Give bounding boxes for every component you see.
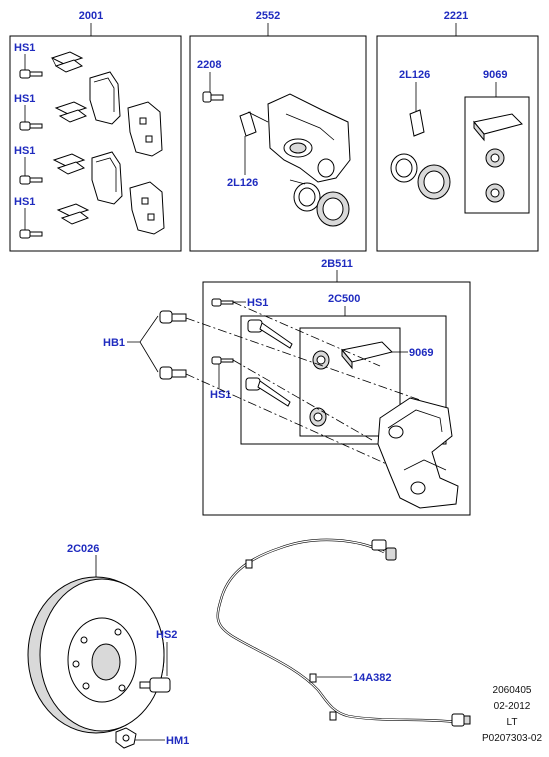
brake-disc-group: 2C026 HS2 HM1 xyxy=(27,543,189,749)
bolt-icon xyxy=(139,677,171,693)
label-2c026[interactable]: 2C026 xyxy=(67,543,99,555)
panel-2001: 2001 HS1 HS1 HS1 HS1 xyxy=(9,10,182,252)
guide-bolt-icon xyxy=(245,377,291,407)
reference-id: P0207303-02 xyxy=(482,733,542,744)
bolt-icon xyxy=(211,356,234,365)
brake-pad-icon xyxy=(129,181,165,235)
reference-date: 02-2012 xyxy=(494,701,531,712)
panel-2552: 2552 2208 2L126 xyxy=(189,10,367,252)
bolt-icon xyxy=(19,175,43,185)
sensor-clip-icon xyxy=(309,673,317,683)
panel-2b511: 2B511 HS1 2C500 9069 xyxy=(103,258,471,516)
brake-pad-icon xyxy=(127,101,163,157)
guide-bolt-icon xyxy=(247,319,293,349)
label-14a382[interactable]: 14A382 xyxy=(353,672,392,684)
label-hs1-f[interactable]: HS1 xyxy=(210,389,231,401)
kit-2c500-frame xyxy=(240,315,447,445)
dust-boot-icon xyxy=(309,407,327,427)
bolt-icon xyxy=(211,298,234,307)
caliper-carrier-icon xyxy=(377,397,459,509)
seal-ring-icon xyxy=(417,164,451,200)
seal-ring-icon xyxy=(293,182,321,212)
label-2c500[interactable]: 2C500 xyxy=(328,293,360,305)
clip-icon xyxy=(56,203,90,225)
panel-2221: 2221 2L126 9069 xyxy=(376,10,539,252)
label-2001[interactable]: 2001 xyxy=(79,10,103,22)
wear-sensor-group: 14A382 xyxy=(216,538,471,727)
guide-pin-icon xyxy=(409,109,425,137)
diagram-reference-block: 2060405 02-2012 LT P0207303-02 xyxy=(482,685,542,744)
seal-ring-icon xyxy=(390,153,418,183)
panel-2552-frame xyxy=(189,35,367,252)
label-2221[interactable]: 2221 xyxy=(444,10,468,22)
panel-2001-frame xyxy=(9,35,182,252)
label-hs1-b[interactable]: HS1 xyxy=(14,93,35,105)
grease-sachet-icon xyxy=(341,341,393,370)
brake-pad-icon xyxy=(91,151,123,205)
label-2l126-a[interactable]: 2L126 xyxy=(227,177,258,189)
bolt-icon xyxy=(159,310,187,324)
label-2208[interactable]: 2208 xyxy=(197,59,221,71)
guide-pin-icon xyxy=(239,111,269,137)
panel-2221-frame xyxy=(376,35,539,252)
bolt-icon xyxy=(19,229,43,239)
label-hs1-e[interactable]: HS1 xyxy=(247,297,268,309)
kit-9069-frame xyxy=(464,96,530,214)
bolt-icon xyxy=(19,121,43,131)
label-2552[interactable]: 2552 xyxy=(256,10,280,22)
label-9069-a[interactable]: 9069 xyxy=(483,69,507,81)
panel-2b511-frame xyxy=(202,281,471,516)
sensor-clip-icon xyxy=(329,711,337,721)
bolt-icon xyxy=(159,366,187,380)
nut-icon xyxy=(115,727,137,749)
label-hs1-c[interactable]: HS1 xyxy=(14,145,35,157)
kit-9069-inner-frame xyxy=(299,327,401,437)
clip-icon xyxy=(54,101,88,123)
grease-sachet-icon xyxy=(473,113,523,142)
label-2b511[interactable]: 2B511 xyxy=(321,258,353,270)
reference-code: 2060405 xyxy=(493,685,532,696)
bleed-screw-icon xyxy=(202,91,224,103)
label-hs2[interactable]: HS2 xyxy=(156,629,177,641)
dust-boot-icon xyxy=(312,350,330,370)
seal-ring-icon xyxy=(316,191,350,227)
brake-disc-icon xyxy=(27,576,165,734)
label-9069-b[interactable]: 9069 xyxy=(409,347,433,359)
sensor-connector-icon xyxy=(371,539,397,561)
dust-boot-icon xyxy=(485,148,505,168)
label-hs1-a[interactable]: HS1 xyxy=(14,42,35,54)
sensor-clip-icon xyxy=(245,559,253,569)
sensor-tip-icon xyxy=(451,713,471,727)
clip-icon xyxy=(52,153,86,175)
caliper-housing-icon xyxy=(267,93,351,183)
label-hs1-d[interactable]: HS1 xyxy=(14,196,35,208)
label-2l126-b[interactable]: 2L126 xyxy=(399,69,430,81)
brake-pad-icon xyxy=(89,71,121,125)
label-hb1[interactable]: HB1 xyxy=(103,337,125,349)
dust-boot-icon xyxy=(485,183,505,203)
clip-icon xyxy=(50,51,84,73)
reference-language: LT xyxy=(507,717,518,728)
label-hm1[interactable]: HM1 xyxy=(166,735,189,747)
bolt-icon xyxy=(19,69,43,79)
